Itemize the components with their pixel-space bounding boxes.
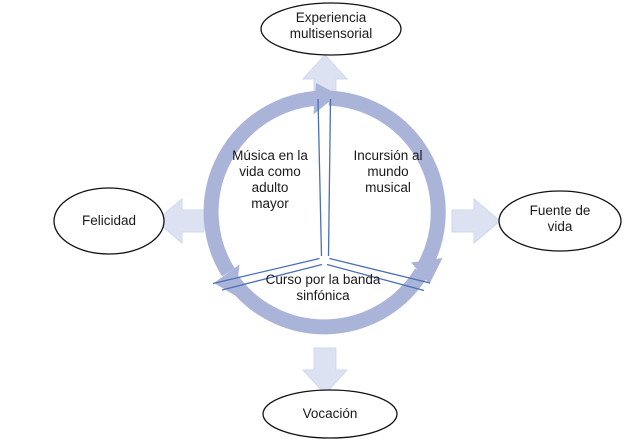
cycle-arc-top-right: [328, 90, 446, 284]
ellipse-fuente-de-vida: [498, 190, 622, 252]
cycle-arc-top-left: [203, 83, 338, 277]
arrow-to-fuente-de-vida: [451, 197, 501, 245]
ellipse-vocacion: [262, 389, 398, 439]
ellipse-felicidad: [53, 187, 165, 255]
arrow-to-vocacion: [301, 347, 349, 395]
ellipse-experiencia-multisensorial: [260, 2, 402, 56]
divider-lines: [212, 98, 431, 292]
